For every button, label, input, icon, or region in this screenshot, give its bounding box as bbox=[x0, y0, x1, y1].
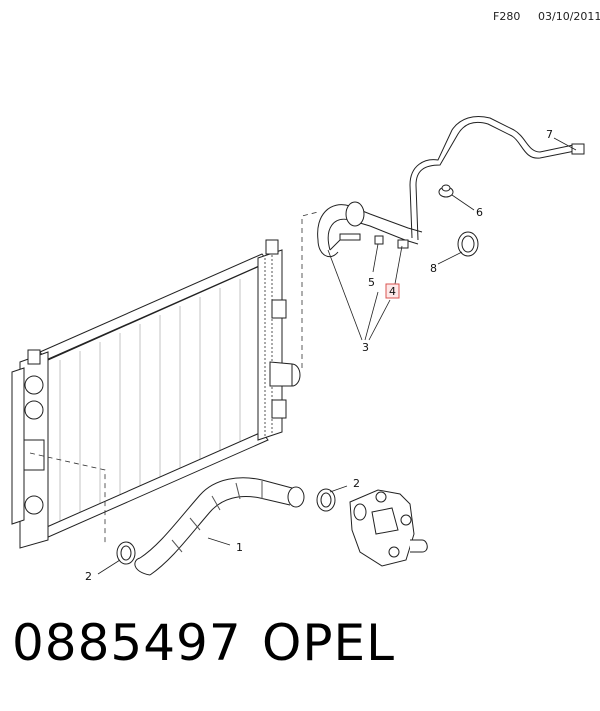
clip-6 bbox=[438, 184, 454, 198]
bleed-pipe bbox=[409, 116, 585, 241]
callout-7: 7 bbox=[546, 128, 553, 141]
thermostat-housing bbox=[349, 489, 428, 567]
callout-2-right: 2 bbox=[353, 477, 360, 490]
upper-hose bbox=[317, 201, 423, 258]
callout-8: 8 bbox=[430, 262, 437, 275]
diagram-code: F280 bbox=[493, 10, 521, 23]
callout-3: 3 bbox=[362, 341, 369, 354]
clamp-2-left bbox=[116, 541, 136, 565]
part-number: 0885497 bbox=[12, 614, 242, 672]
clamp-8 bbox=[457, 231, 479, 257]
callout-6: 6 bbox=[476, 206, 483, 219]
callout-2-left: 2 bbox=[85, 570, 92, 583]
clamp-2-right bbox=[316, 488, 336, 512]
lower-hose bbox=[134, 477, 305, 576]
brand-name: OPEL bbox=[262, 614, 395, 672]
callout-1: 1 bbox=[236, 541, 243, 554]
callout-4-highlight bbox=[385, 283, 400, 299]
callout-4: 4 bbox=[389, 285, 396, 298]
radiator bbox=[11, 239, 301, 549]
callout-5: 5 bbox=[368, 276, 375, 289]
diagram-date: 03/10/2011 bbox=[538, 10, 600, 23]
